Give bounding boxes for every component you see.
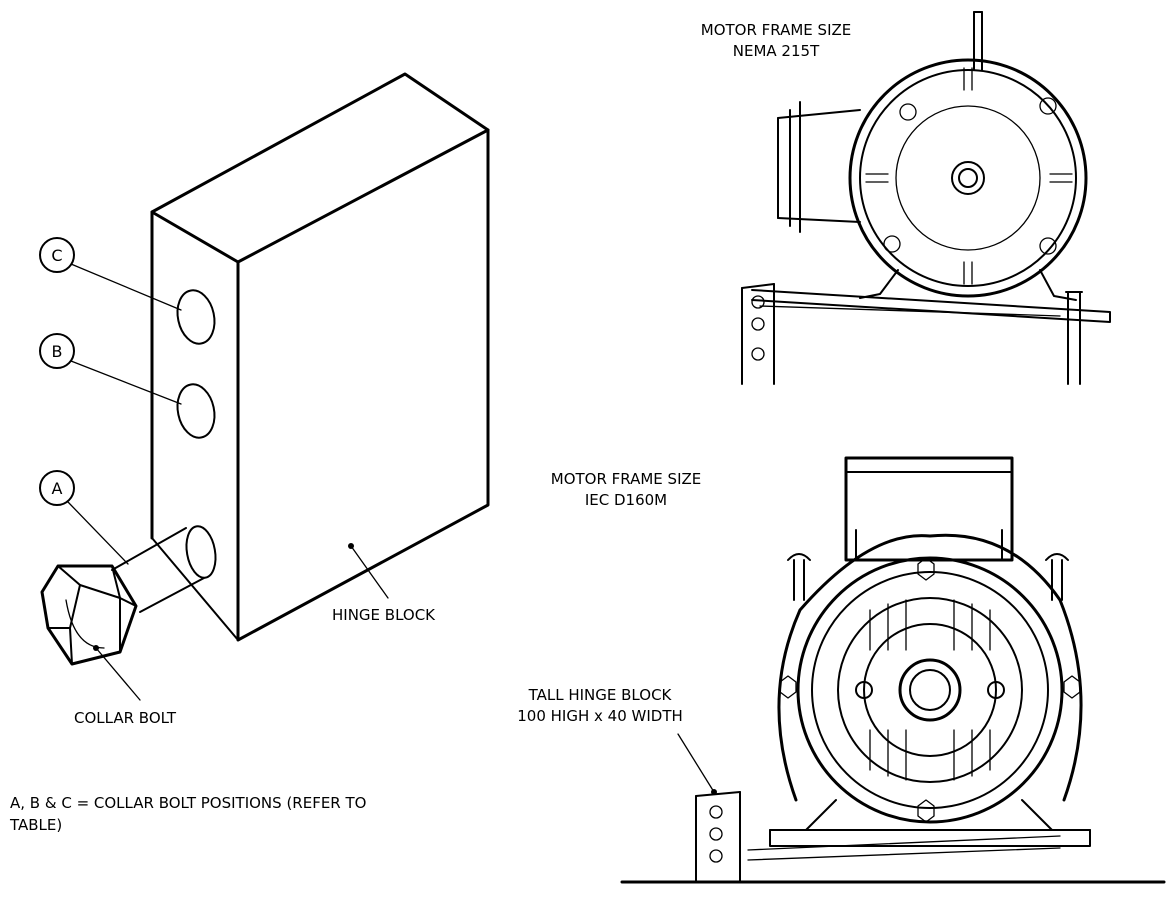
hinge-block [150, 72, 490, 642]
hole-position-c [176, 289, 216, 345]
callout-b-label: B [52, 342, 63, 361]
collar-bolt-label: COLLAR BOLT [74, 709, 177, 727]
nema-title-line-2: NEMA 215T [733, 42, 820, 60]
callout-a: A [39, 470, 129, 565]
tall-hinge-line-2: 100 HIGH x 40 WIDTH [517, 707, 683, 725]
collar-bolt [40, 525, 217, 666]
callout-b: B [39, 333, 182, 405]
hole-position-b [176, 383, 216, 439]
hinge-block-label: HINGE BLOCK [332, 606, 436, 624]
collar-bolt-leader [93, 645, 141, 701]
note-line-2: TABLE) [9, 816, 62, 834]
iec-title-line-1: MOTOR FRAME SIZE [551, 470, 702, 488]
callout-a-label: A [52, 479, 63, 498]
tall-hinge-line-1: TALL HINGE BLOCK [528, 686, 673, 704]
nema-title-line-1: MOTOR FRAME SIZE [701, 21, 852, 39]
iec-motor [620, 456, 1166, 884]
note-line-1: A, B & C = COLLAR BOLT POSITIONS (REFER … [10, 794, 366, 812]
iec-title-line-2: IEC D160M [585, 491, 667, 509]
hinge-block-leader [348, 543, 389, 599]
tall-hinge-leader [677, 733, 717, 795]
callout-c-label: C [51, 246, 62, 265]
nema-motor [741, 11, 1111, 385]
callout-c: C [39, 237, 182, 311]
